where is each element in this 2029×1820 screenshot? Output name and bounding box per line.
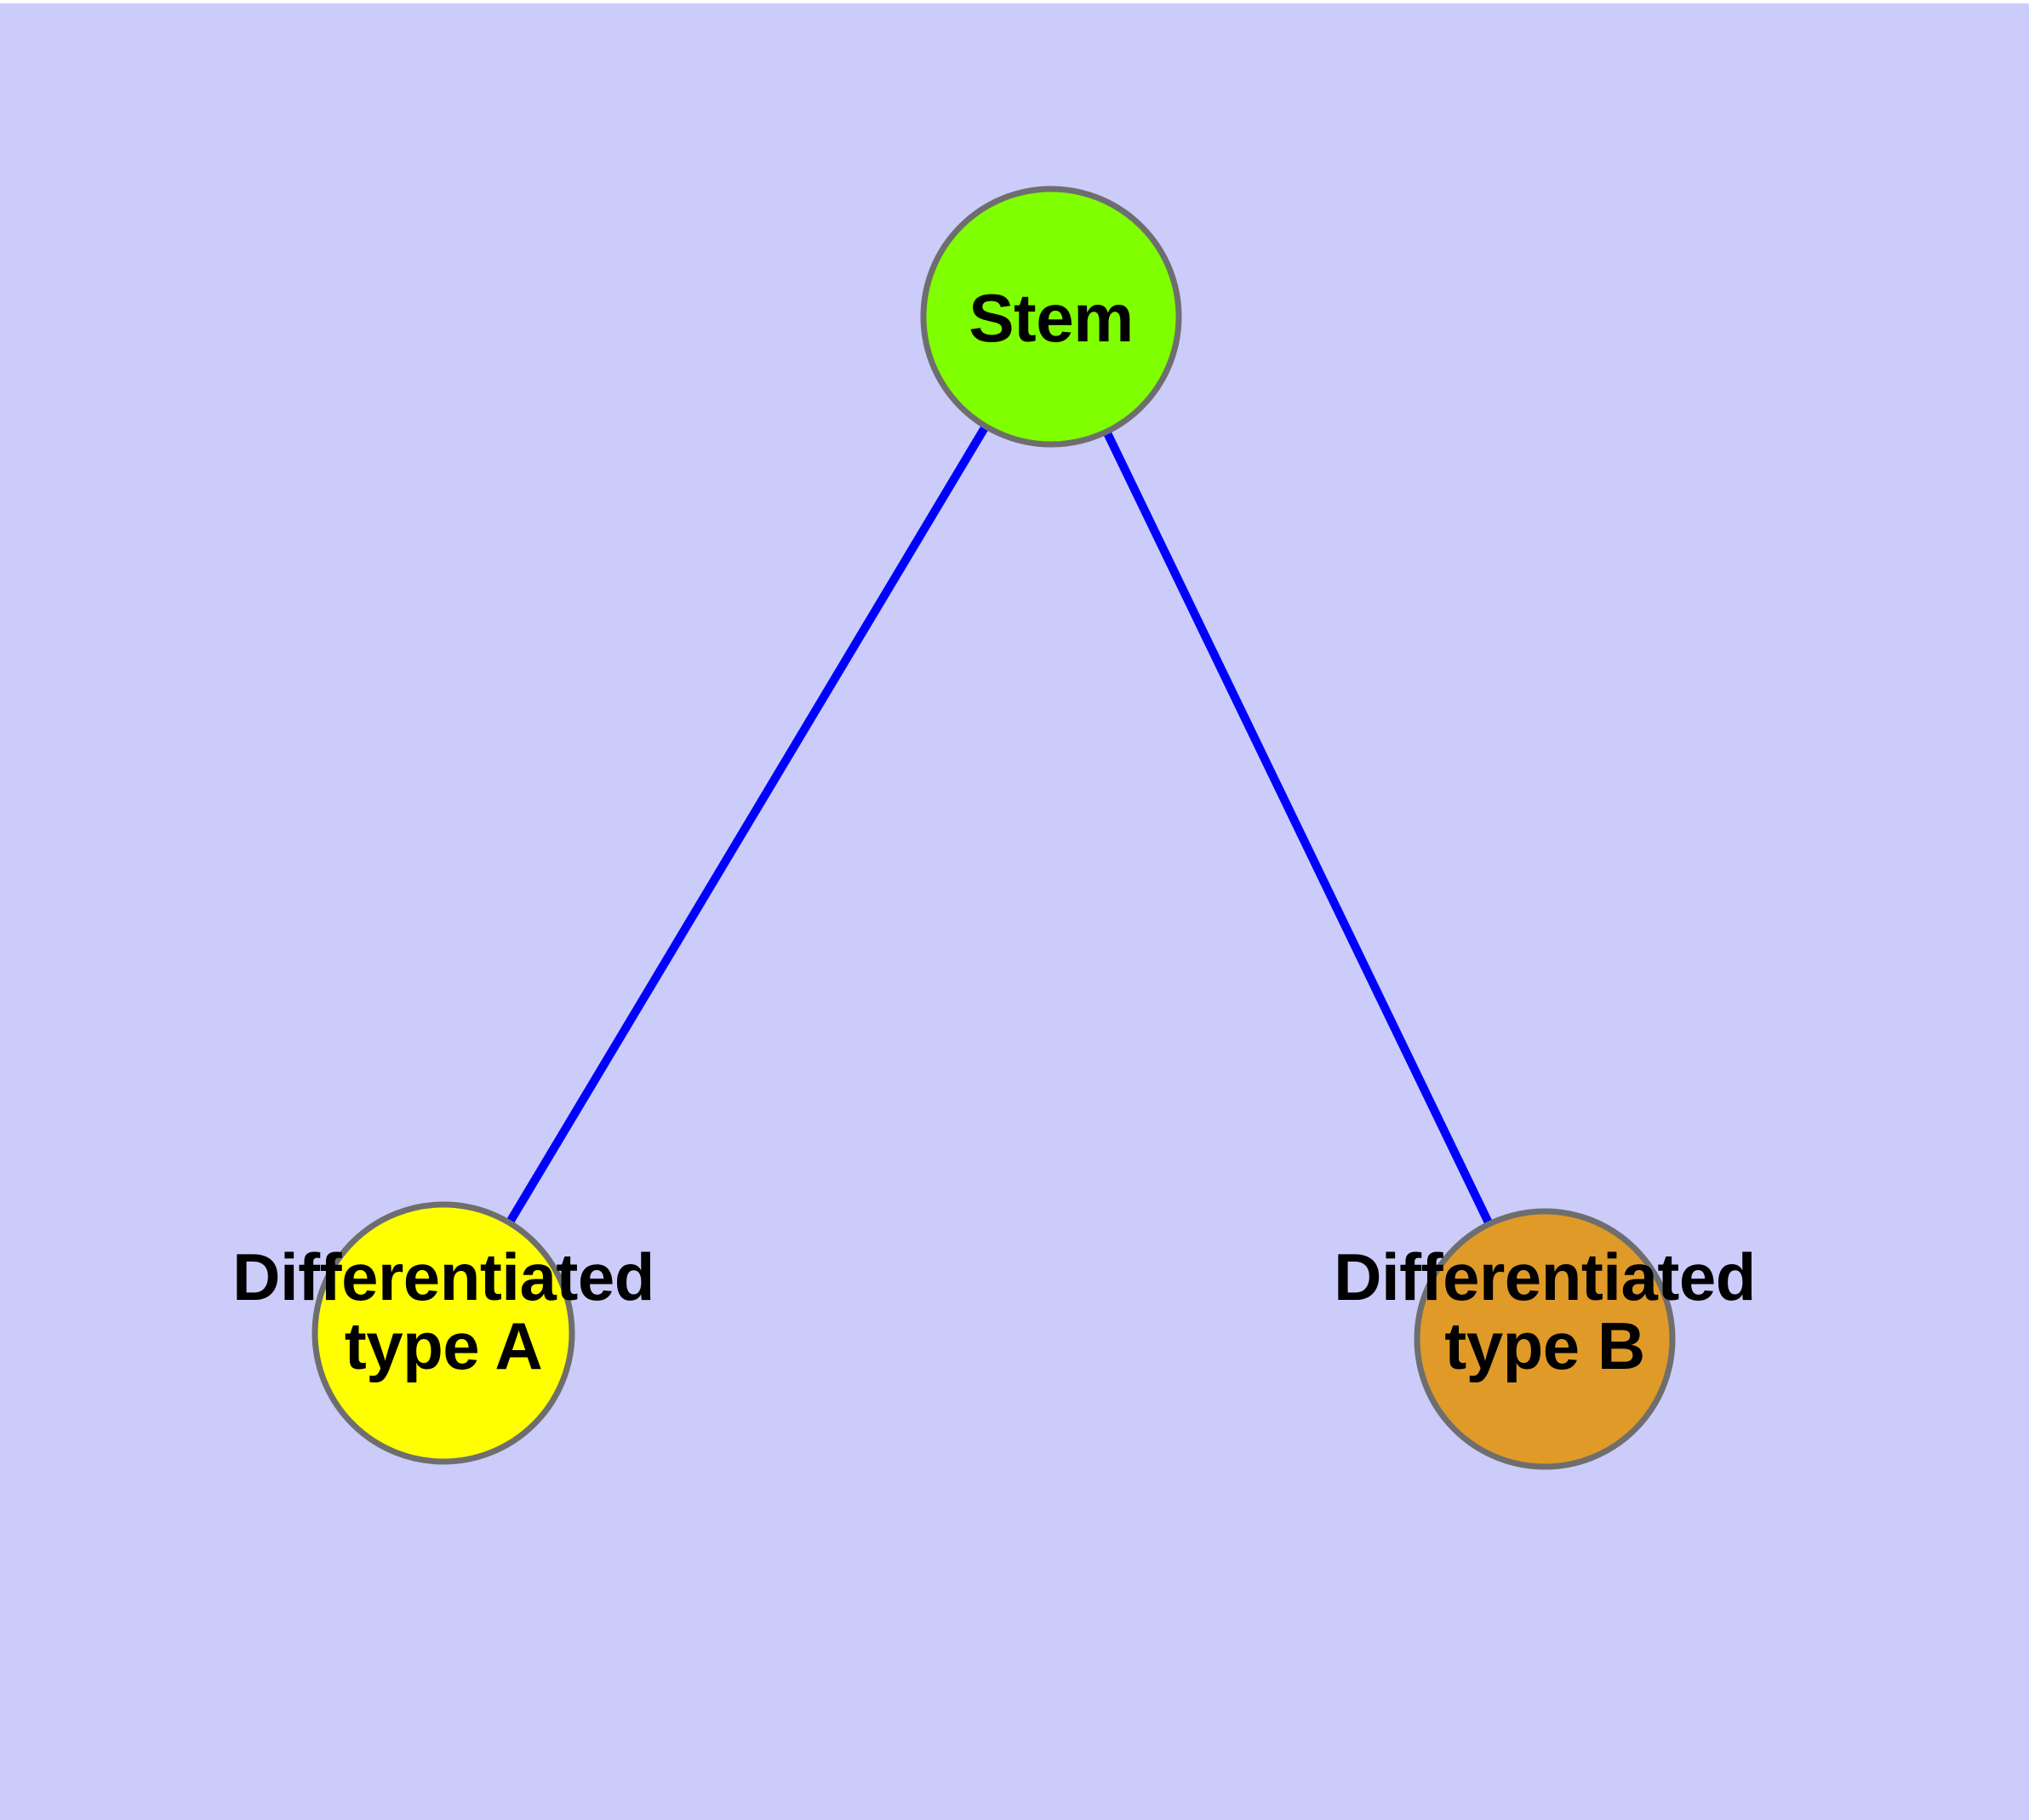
edge-stem-to-differentiated-type-b[interactable] [1047,314,1549,1342]
node-stem[interactable] [920,186,1182,448]
graph-svg [311,186,1676,1470]
diagram-plot-area: Stem Differentiated type A Differentiate… [0,3,2029,1820]
node-differentiated-type-b[interactable] [1414,1208,1676,1470]
node-differentiated-type-a[interactable] [311,1201,575,1465]
edge-stem-to-differentiated-type-a[interactable] [439,314,1055,1336]
node-layer [311,186,1676,1470]
edge-layer [439,314,1549,1342]
